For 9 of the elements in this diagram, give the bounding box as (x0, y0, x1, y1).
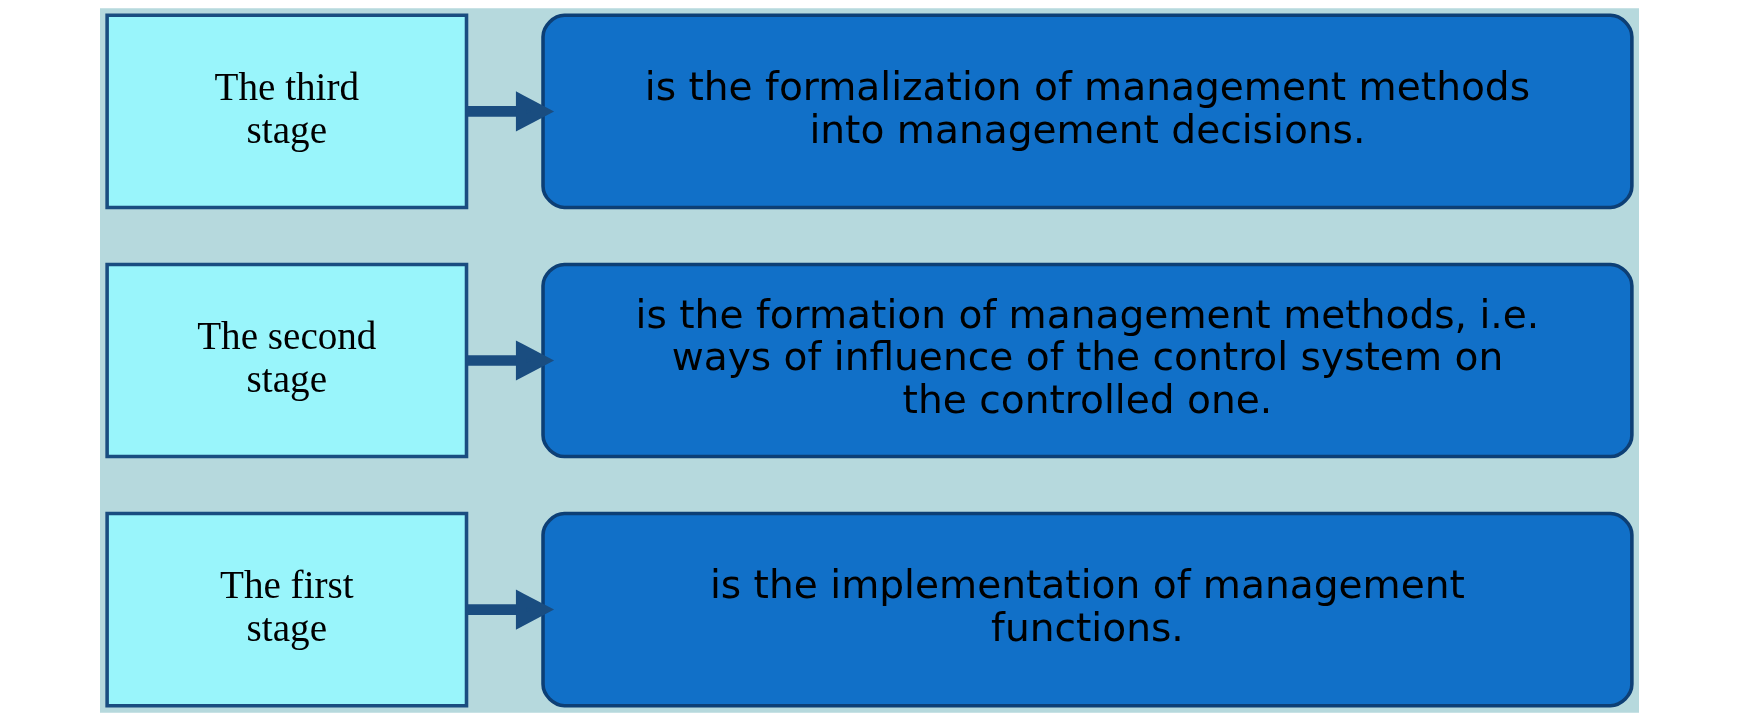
node-box: is the formalization of management methods into management decisions. (540, 13, 1634, 210)
arrow (466, 91, 554, 132)
node-box: The second stage (104, 262, 468, 459)
node-box: is the implementation of management functions. (540, 511, 1634, 708)
arrow (466, 340, 554, 381)
arrow (466, 589, 554, 630)
node-box: The first stage (104, 511, 468, 708)
node-box: The third stage (104, 13, 468, 210)
node-box: is the formation of management methods, i.e. ways of influence of the control system on the controlled one. (540, 262, 1634, 459)
